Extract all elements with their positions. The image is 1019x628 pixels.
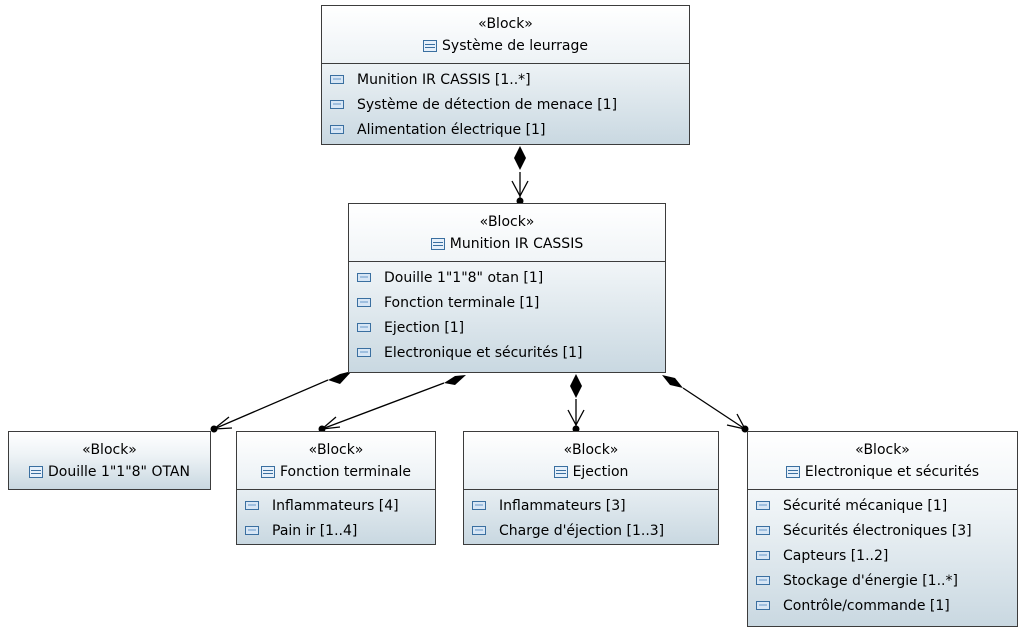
composition-diamond <box>662 375 683 388</box>
part-property-icon <box>330 75 344 84</box>
part-property-icon <box>357 348 371 357</box>
part-property[interactable]: Stockage d'énergie [1..*] <box>756 568 1017 593</box>
part-property-icon <box>756 526 770 535</box>
block-name: Munition IR CASSIS <box>449 236 584 252</box>
connector-munition-electronique[interactable] <box>662 375 749 433</box>
composition-diamond <box>328 371 352 384</box>
connector-systeme-munition[interactable] <box>511 146 529 205</box>
part-property[interactable]: Contrôle/commande [1] <box>756 593 1017 618</box>
block-name: Electronique et sécurités <box>804 464 980 480</box>
stereotype-label: «Block» <box>479 214 535 230</box>
stereotype-label: «Block» <box>855 442 910 458</box>
part-property[interactable]: Système de détection de menace [1] <box>330 92 689 117</box>
part-property-icon <box>245 501 259 510</box>
block-name: Fonction terminale <box>279 464 412 480</box>
parts-compartment: Inflammateurs [4] Pain ir [1..4] <box>237 490 435 547</box>
part-property-icon <box>756 501 770 510</box>
compartment-divider <box>349 261 665 262</box>
part-property[interactable]: Charge d'éjection [1..3] <box>472 518 718 543</box>
block-icon <box>29 466 43 478</box>
connector-munition-ejection[interactable] <box>567 374 585 433</box>
block-munition-ir-cassis[interactable]: «Block» Munition IR CASSIS Douille 1"1"8… <box>348 203 666 373</box>
part-property[interactable]: Electronique et sécurités [1] <box>357 340 665 365</box>
parts-compartment: Sécurité mécanique [1] Sécurités électro… <box>748 490 1017 622</box>
block-ejection[interactable]: «Block» Ejection Inflammateurs [3] Charg… <box>463 431 719 545</box>
parts-compartment: Douille 1"1"8" otan [1] Fonction termina… <box>349 262 665 369</box>
part-property[interactable]: Inflammateurs [4] <box>245 493 435 518</box>
block-icon <box>260 466 275 478</box>
part-property-icon <box>330 125 344 134</box>
stereotype-label: «Block» <box>82 442 137 458</box>
connector-munition-douille[interactable] <box>210 371 353 433</box>
part-property[interactable]: Fonction terminale [1] <box>357 290 665 315</box>
part-property[interactable]: Pain ir [1..4] <box>245 518 435 543</box>
part-property[interactable]: Munition IR CASSIS [1..*] <box>330 67 689 92</box>
block-douille-otan[interactable]: «Block» Douille 1"1"8" OTAN <box>8 431 211 490</box>
part-property-icon <box>245 526 259 535</box>
composition-diamond <box>444 375 466 385</box>
block-name: Ejection <box>572 464 629 480</box>
compartment-divider <box>322 63 689 64</box>
part-property-icon <box>357 323 371 332</box>
connector-munition-fonction[interactable] <box>318 375 467 433</box>
part-property-icon <box>472 526 486 535</box>
stereotype-label: «Block» <box>478 16 533 32</box>
compartment-divider <box>464 489 718 490</box>
stereotype-label: «Block» <box>563 442 619 458</box>
part-property-icon <box>357 273 371 282</box>
parts-compartment: Inflammateurs [3] Charge d'éjection [1..… <box>464 490 718 547</box>
part-property[interactable]: Sécurité mécanique [1] <box>756 493 1017 518</box>
block-electronique-et-securites[interactable]: «Block» Electronique et sécurités Sécuri… <box>747 431 1018 627</box>
block-icon <box>423 40 438 52</box>
compartment-divider <box>237 489 435 490</box>
part-property[interactable]: Alimentation électrique [1] <box>330 117 689 142</box>
part-property-icon <box>756 551 770 560</box>
part-property[interactable]: Sécurités électroniques [3] <box>756 518 1017 543</box>
block-icon <box>785 466 800 478</box>
part-property[interactable]: Douille 1"1"8" otan [1] <box>357 265 665 290</box>
part-property[interactable]: Capteurs [1..2] <box>756 543 1017 568</box>
parts-compartment: Munition IR CASSIS [1..*] Système de dét… <box>322 64 689 146</box>
compartment-divider <box>748 489 1017 490</box>
part-property-icon <box>756 601 770 610</box>
part-property-icon <box>357 298 371 307</box>
block-name: Douille 1"1"8" OTAN <box>48 464 190 480</box>
composition-diamond <box>514 146 526 170</box>
composition-diamond <box>570 374 582 398</box>
block-icon <box>553 466 568 478</box>
block-name: Système de leurrage <box>442 38 588 54</box>
block-systeme-de-leurrage[interactable]: «Block» Système de leurrage Munition IR … <box>321 5 690 145</box>
part-property[interactable]: Inflammateurs [3] <box>472 493 718 518</box>
block-fonction-terminale[interactable]: «Block» Fonction terminale Inflammateurs… <box>236 431 436 545</box>
stereotype-label: «Block» <box>308 442 364 458</box>
part-property-icon <box>330 100 344 109</box>
part-property-icon <box>756 576 770 585</box>
part-property-icon <box>472 501 486 510</box>
block-icon <box>430 238 445 250</box>
part-property[interactable]: Ejection [1] <box>357 315 665 340</box>
